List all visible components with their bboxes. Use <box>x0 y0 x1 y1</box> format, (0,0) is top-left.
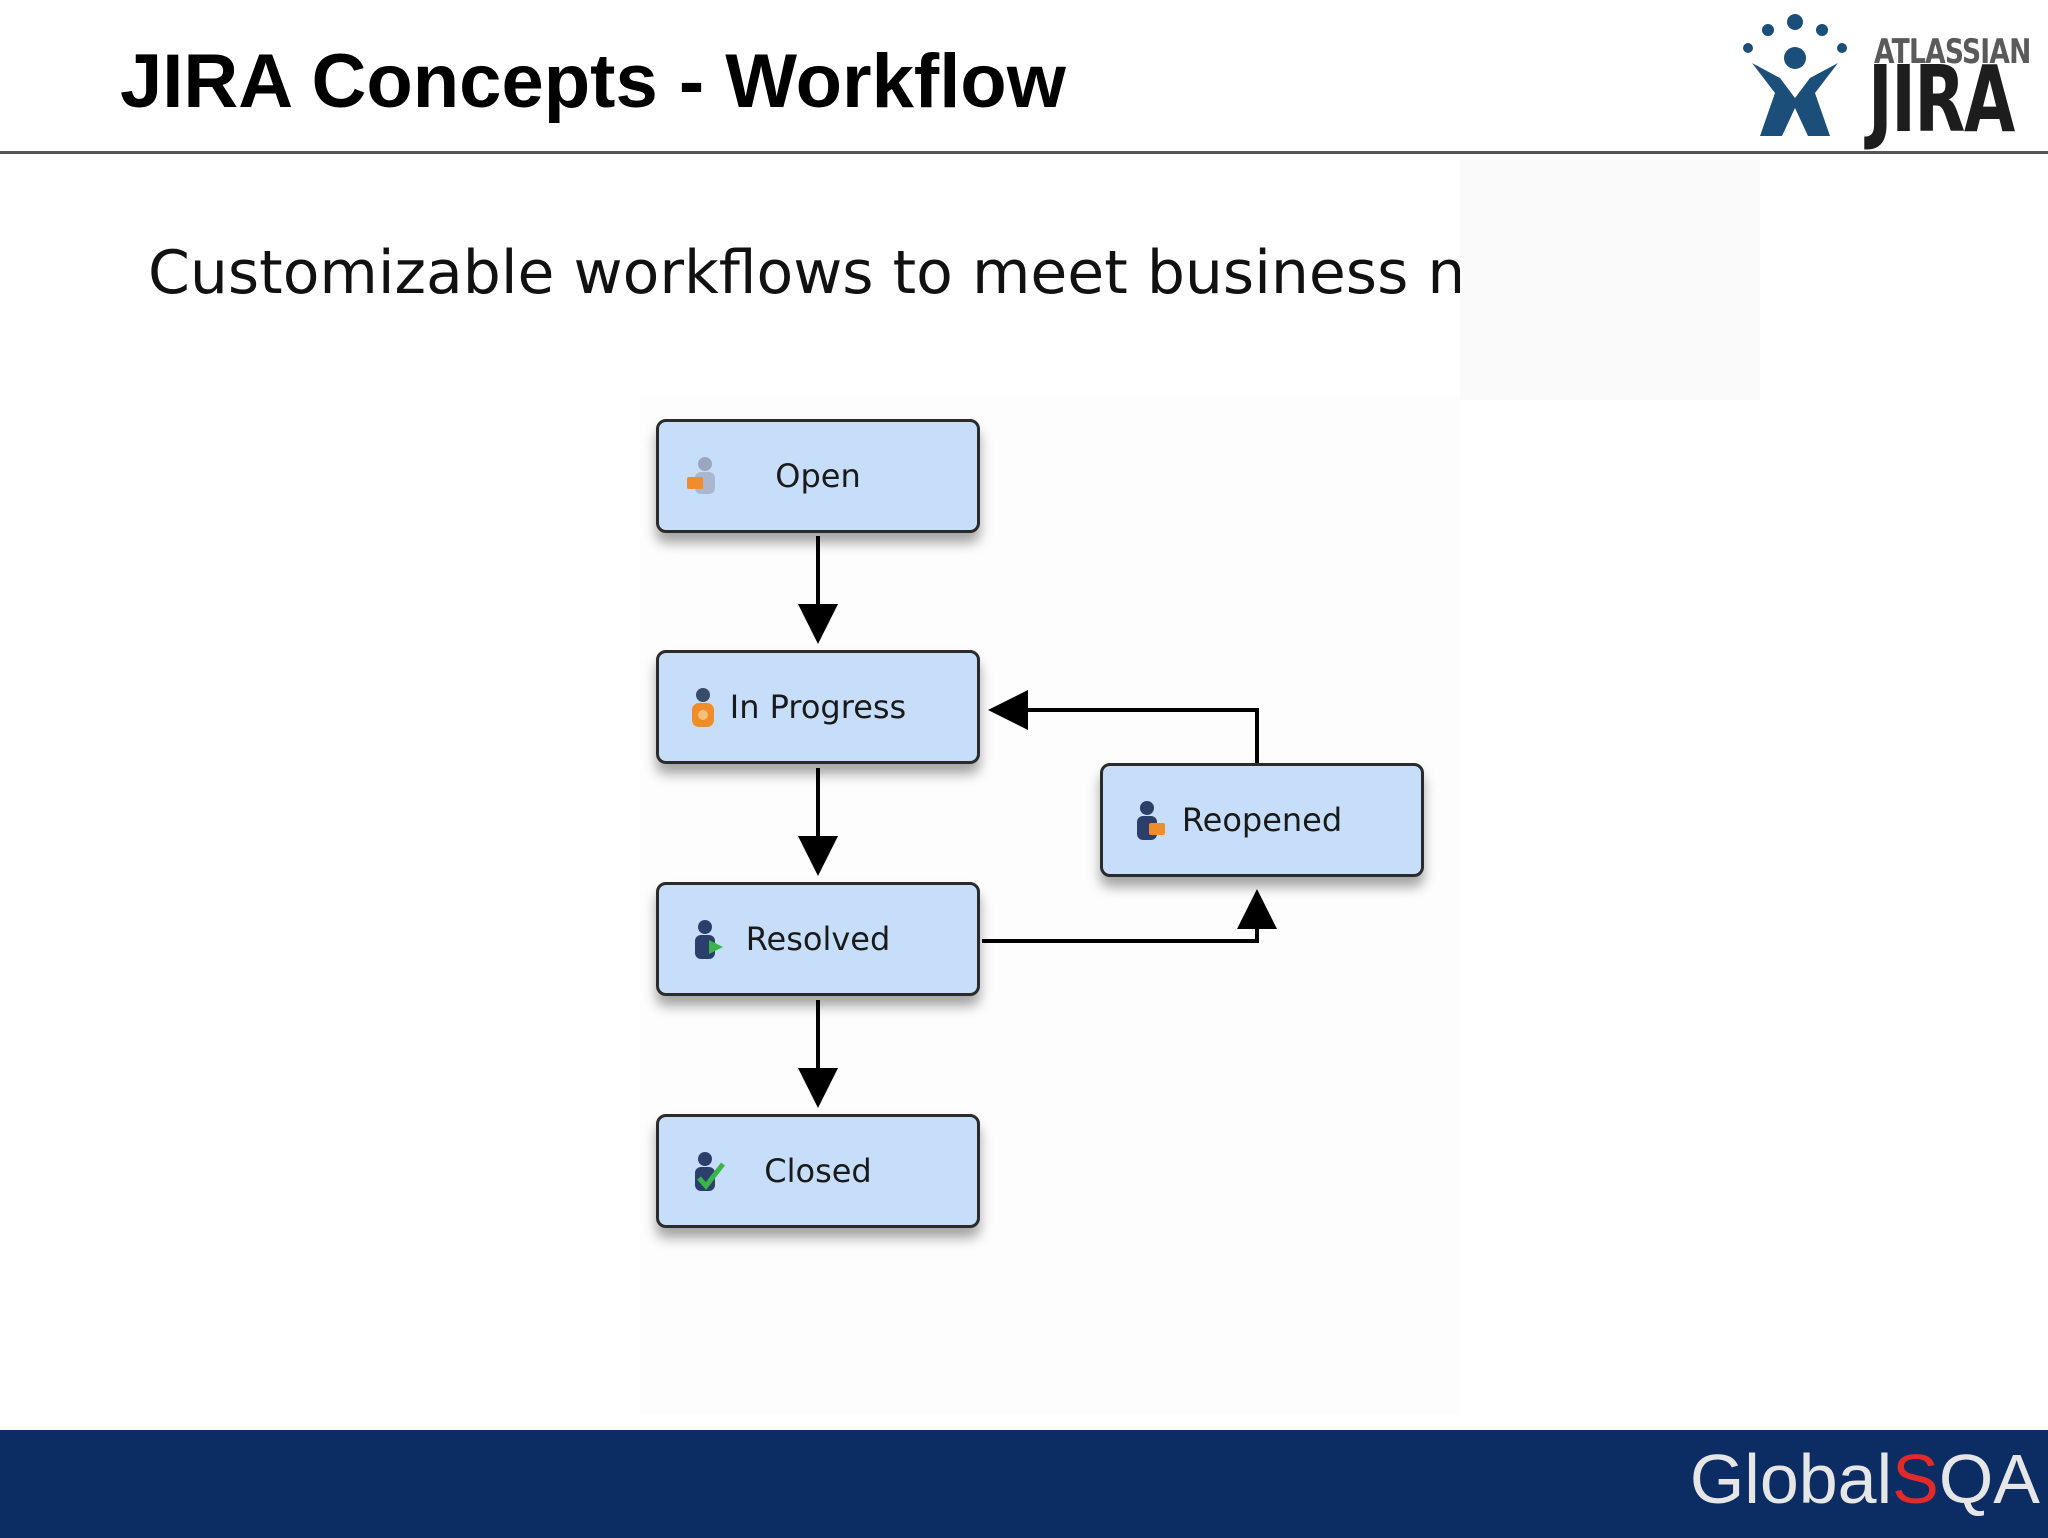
resolved-status-icon <box>695 920 723 959</box>
atlassian-jira-logo: ATLASSIAN JIRA <box>1730 8 2040 148</box>
in-progress-status-icon <box>692 688 714 727</box>
state-label: In Progress <box>729 688 907 726</box>
slide-title: JIRA Concepts - Workflow <box>120 39 1066 124</box>
logo-atlassian-text: ATLASSIAN <box>1874 32 2031 72</box>
state-label: Open <box>775 457 861 495</box>
jira-person-icon <box>1743 14 1847 136</box>
diagram-canvas-top <box>1460 160 1760 400</box>
footer-bar: GlobalSQA <box>0 1430 2048 1538</box>
logo-jira-text: JIRA <box>1868 46 2015 153</box>
open-status-icon <box>687 457 715 494</box>
state-label: Closed <box>764 1152 872 1190</box>
state-in-progress[interactable]: In Progress <box>656 650 980 764</box>
footer-brand-qa: QA <box>1938 1440 2040 1518</box>
state-label: Reopened <box>1181 801 1343 839</box>
transition-resolved-to-reopened <box>982 889 1277 943</box>
closed-status-icon <box>695 1152 725 1191</box>
globalsqa-logo: GlobalSQA <box>1690 1444 2040 1514</box>
state-reopened[interactable]: Reopened <box>1100 763 1424 877</box>
transition-reopened-to-in-progress <box>988 690 1259 763</box>
state-label: Resolved <box>745 920 891 958</box>
slide-subtitle: Customizable workflows to meet business … <box>148 238 1609 308</box>
state-resolved[interactable]: Resolved <box>656 882 980 996</box>
state-open[interactable]: Open <box>656 419 980 533</box>
title-divider <box>0 151 2048 154</box>
state-closed[interactable]: Closed <box>656 1114 980 1228</box>
footer-brand-s: S <box>1892 1440 1939 1518</box>
reopened-status-icon <box>1137 801 1165 840</box>
footer-brand-global: Global <box>1689 1440 1893 1518</box>
